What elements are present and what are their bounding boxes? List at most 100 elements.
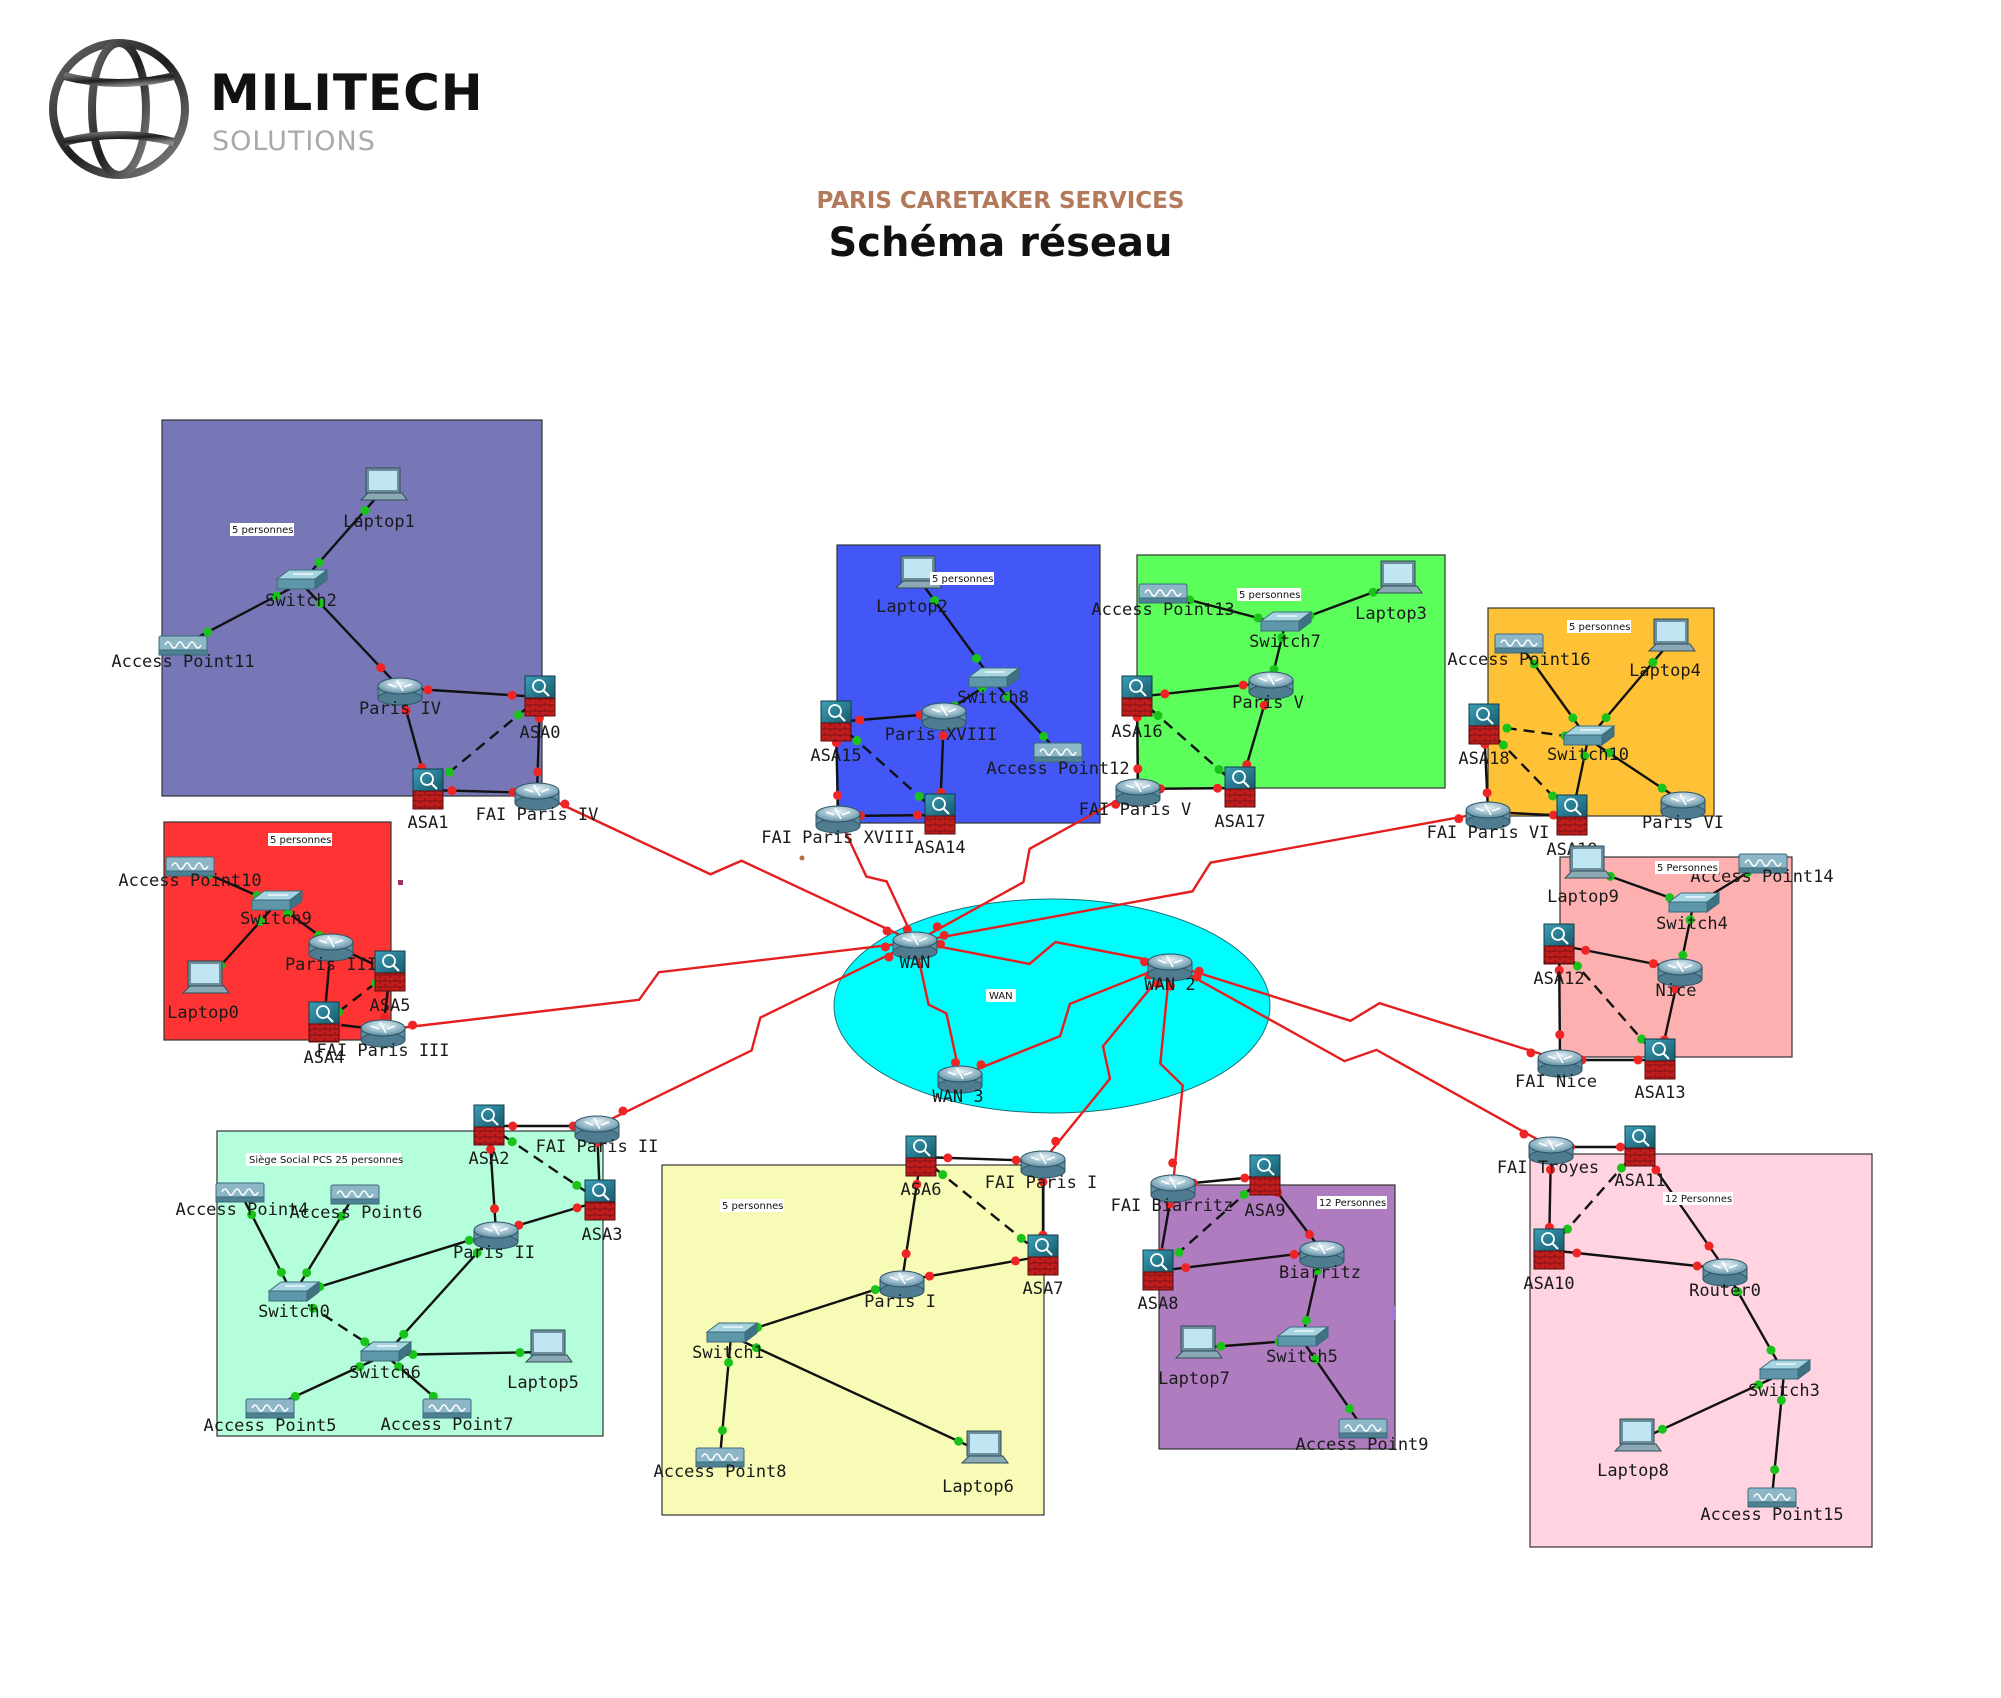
switch-icon[interactable] [1276, 1326, 1330, 1347]
ap-icon[interactable] [1738, 853, 1788, 874]
serial-link [536, 791, 916, 944]
laptop-icon[interactable] [359, 467, 408, 501]
router-icon[interactable] [1537, 1049, 1583, 1078]
asa-icon[interactable] [308, 1001, 340, 1043]
router-icon[interactable] [1657, 958, 1703, 987]
asa-icon[interactable] [374, 950, 406, 992]
router-icon[interactable] [308, 933, 354, 962]
laptop-icon[interactable] [960, 1430, 1009, 1464]
laptop-icon[interactable] [1647, 618, 1696, 652]
asa-icon[interactable] [1121, 675, 1153, 717]
asa-icon[interactable] [924, 793, 956, 835]
device-label: FAI Paris V [1079, 800, 1192, 820]
marker [398, 880, 403, 885]
asa-icon[interactable] [1644, 1038, 1676, 1080]
asa-icon[interactable] [473, 1104, 505, 1146]
router-icon[interactable] [1465, 801, 1511, 830]
device-label: FAI Paris I [985, 1173, 1098, 1193]
switch-icon[interactable] [967, 667, 1021, 688]
router-icon[interactable] [1147, 953, 1193, 982]
router-icon[interactable] [1020, 1150, 1066, 1179]
asa-icon[interactable] [1027, 1234, 1059, 1276]
port-light [1549, 810, 1559, 820]
port-light [1240, 1173, 1250, 1183]
router-icon[interactable] [514, 782, 560, 811]
asa-icon[interactable] [1468, 703, 1500, 745]
asa-icon[interactable] [820, 700, 852, 742]
switch-icon[interactable] [1667, 892, 1721, 913]
device-label: Laptop3 [1355, 604, 1427, 624]
router-icon[interactable] [921, 702, 967, 731]
port-light [489, 1204, 499, 1214]
switch-icon[interactable] [1562, 725, 1616, 746]
ap-icon[interactable] [165, 856, 215, 877]
router-icon[interactable] [1248, 671, 1294, 700]
laptop-icon[interactable] [1174, 1325, 1223, 1359]
ap-icon[interactable] [1494, 633, 1544, 654]
ap-icon[interactable] [158, 635, 208, 656]
router-icon[interactable] [1150, 1174, 1196, 1203]
port-light [870, 1285, 880, 1295]
laptop-icon[interactable] [894, 555, 943, 589]
asa-icon[interactable] [412, 768, 444, 810]
asa-icon[interactable] [1556, 794, 1588, 836]
switch-icon[interactable] [359, 1341, 413, 1362]
router-icon[interactable] [937, 1065, 983, 1094]
router-icon[interactable] [1115, 778, 1161, 807]
ap-icon[interactable] [1138, 583, 1188, 604]
switch-icon[interactable] [705, 1322, 759, 1343]
ap-icon[interactable] [1033, 742, 1083, 763]
router-icon[interactable] [360, 1019, 406, 1048]
router-icon[interactable] [377, 677, 423, 706]
laptop-icon[interactable] [181, 960, 230, 994]
router-icon[interactable] [879, 1270, 925, 1299]
asa-icon[interactable] [1142, 1249, 1174, 1291]
laptop-icon[interactable] [1563, 845, 1612, 879]
switch-icon[interactable] [275, 569, 329, 590]
router-icon[interactable] [1702, 1258, 1748, 1287]
device-label: Access Point14 [1690, 867, 1833, 887]
laptop-icon[interactable] [1613, 1418, 1662, 1452]
switch-icon[interactable] [1259, 611, 1313, 632]
router-icon[interactable] [1528, 1136, 1574, 1165]
router-icon[interactable] [1660, 791, 1706, 820]
asa-icon[interactable] [1224, 766, 1256, 808]
laptop-icon[interactable] [524, 1329, 573, 1363]
asa-icon[interactable] [584, 1179, 616, 1221]
laptop-icon[interactable] [1374, 560, 1423, 594]
ap-icon[interactable] [422, 1398, 472, 1419]
router-icon[interactable] [815, 805, 861, 834]
router-icon[interactable] [574, 1115, 620, 1144]
asa-icon[interactable] [1543, 923, 1575, 965]
asa-icon[interactable] [524, 675, 556, 717]
asa-icon[interactable] [1249, 1154, 1281, 1196]
port-light [1529, 659, 1539, 669]
port-light [1010, 1256, 1020, 1266]
asa-icon[interactable] [1533, 1228, 1565, 1270]
switch-icon[interactable] [1758, 1359, 1812, 1380]
port-light [1548, 791, 1558, 801]
ap-icon[interactable] [245, 1398, 295, 1419]
port-light [902, 924, 912, 934]
port-light [308, 1303, 318, 1313]
port-light [1651, 1165, 1661, 1175]
switch-icon[interactable] [250, 890, 304, 911]
port-light [394, 1362, 404, 1372]
device-label: Access Point9 [1295, 1435, 1428, 1455]
router-icon[interactable] [892, 931, 938, 960]
ap-icon[interactable] [1338, 1418, 1388, 1439]
port-light [1568, 713, 1578, 723]
router-icon[interactable] [1299, 1240, 1345, 1269]
port-light [1002, 692, 1012, 702]
asa-icon[interactable] [1624, 1125, 1656, 1167]
port-light [423, 685, 433, 695]
port-light [276, 1267, 286, 1277]
ap-icon[interactable] [1747, 1487, 1797, 1508]
ap-icon[interactable] [695, 1447, 745, 1468]
device-label: WAN [900, 953, 931, 973]
ap-icon[interactable] [330, 1184, 380, 1205]
router-icon[interactable] [473, 1221, 519, 1250]
switch-icon[interactable] [267, 1281, 321, 1302]
asa-icon[interactable] [905, 1135, 937, 1177]
ap-icon[interactable] [215, 1182, 265, 1203]
